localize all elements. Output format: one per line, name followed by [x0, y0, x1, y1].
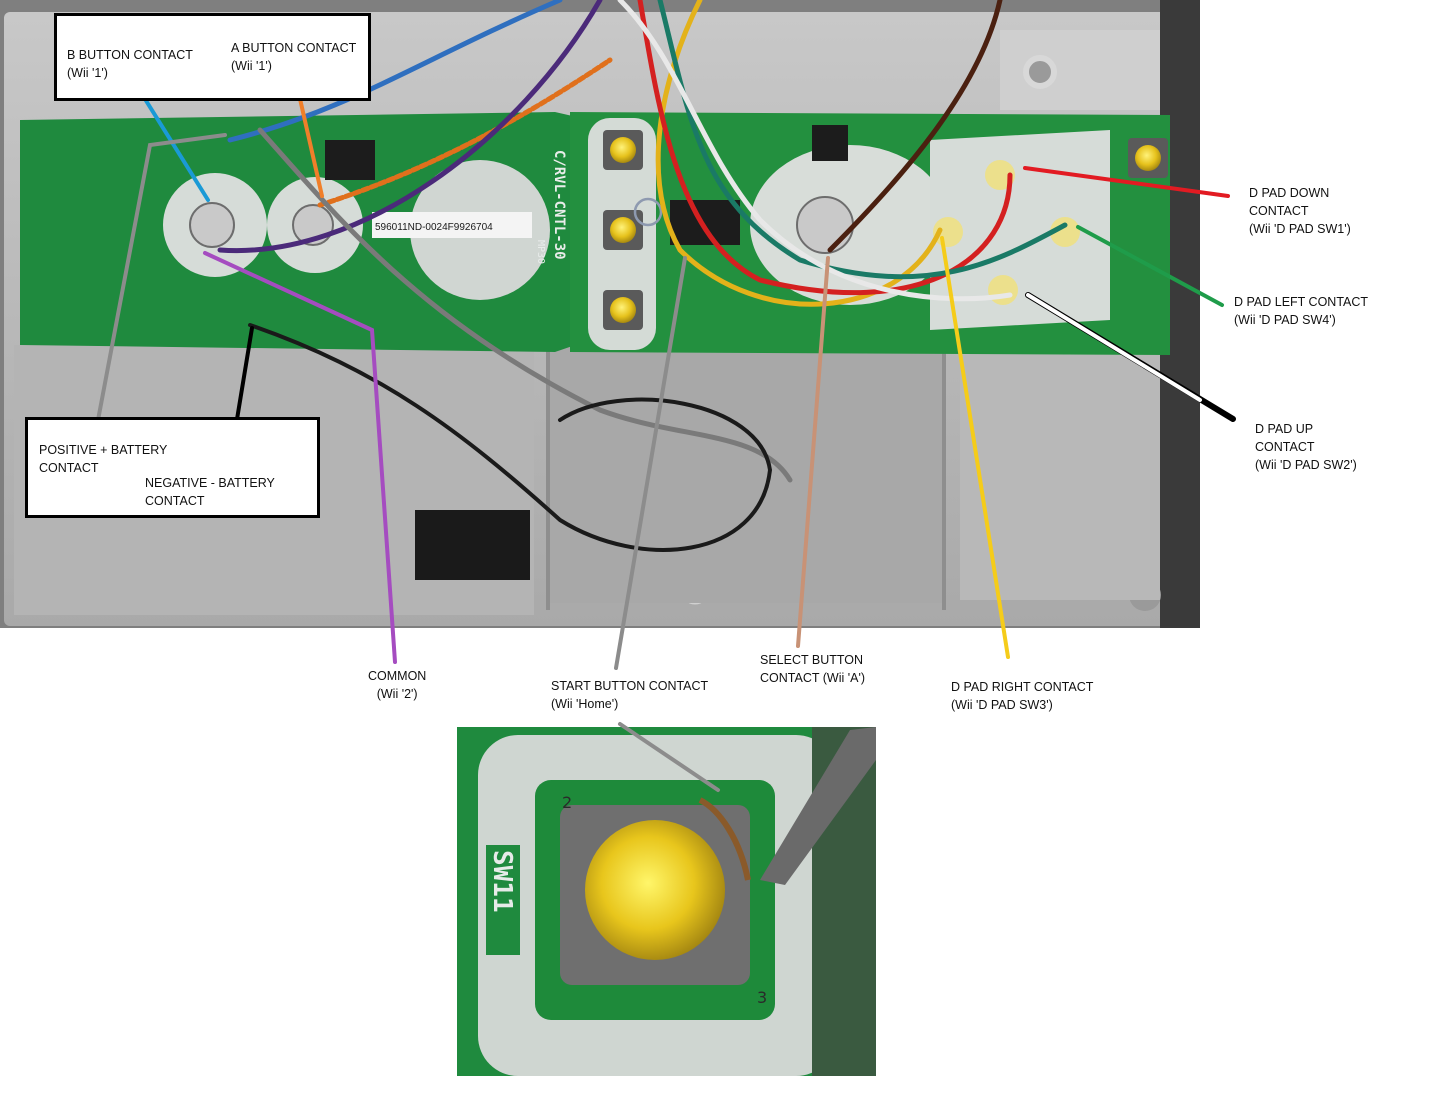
- board-label-number: 596011ND-0024F9926704: [375, 222, 493, 233]
- leader-dpad-right: [940, 236, 1010, 659]
- red-wire: [637, 0, 1013, 296]
- leader-a-button: [296, 88, 324, 198]
- board-silkscreen-mp: MP30: [535, 240, 546, 264]
- label-dpad-left-line2: (Wii 'D PAD SW4'): [1234, 313, 1336, 327]
- label-start-button-line2: (Wii 'Home'): [551, 697, 619, 711]
- label-start-button: START BUTTON CONTACT (Wii 'Home'): [551, 677, 708, 713]
- start-contact-marker: [633, 197, 663, 227]
- label-select-button-line2: CONTACT (Wii 'A'): [760, 671, 865, 685]
- label-select-button-line1: SELECT BUTTON: [760, 653, 864, 667]
- label-dpad-right-line2: (Wii 'D PAD SW3'): [951, 698, 1053, 712]
- label-a-button-line2: (Wii '1'): [231, 59, 272, 73]
- label-dpad-down-line3: (Wii 'D PAD SW1'): [1249, 222, 1351, 236]
- tactile-button: [603, 210, 643, 250]
- label-positive-battery-line1: POSITIVE + BATTERY: [39, 443, 168, 457]
- screw-hole: [1023, 55, 1057, 89]
- inset-pin-3: 3: [757, 988, 767, 1007]
- label-dpad-down-line2: CONTACT: [1249, 204, 1309, 218]
- label-positive-battery: POSITIVE + BATTERY CONTACT: [39, 441, 167, 477]
- label-dpad-right-line1: D PAD RIGHT CONTACT: [951, 680, 1094, 694]
- ic-chip: [812, 125, 848, 161]
- label-b-button-line1: B BUTTON CONTACT: [67, 48, 193, 62]
- label-b-button: B BUTTON CONTACT (Wii '1'): [67, 46, 193, 82]
- label-a-button: A BUTTON CONTACT (Wii '1'): [231, 39, 356, 75]
- inset-photo: SW11 2 3: [457, 727, 876, 1076]
- label-negative-battery: NEGATIVE - BATTERY CONTACT: [145, 474, 275, 510]
- inset-tactile-button: [585, 820, 725, 960]
- top-label-box: [54, 13, 371, 101]
- wires: [217, 0, 1068, 552]
- label-a-button-line1: A BUTTON CONTACT: [231, 41, 357, 55]
- leader-start-button: [614, 256, 687, 670]
- label-select-button: SELECT BUTTON CONTACT (Wii 'A'): [760, 651, 865, 687]
- leader-start-button-inset: [618, 722, 720, 792]
- label-positive-battery-line2: CONTACT: [39, 461, 99, 475]
- select-contact-disk: [796, 196, 854, 254]
- label-common-line2: (Wii '2'): [376, 687, 418, 701]
- label-b-button-line2: (Wii '1'): [67, 66, 108, 80]
- label-dpad-right: D PAD RIGHT CONTACT (Wii 'D PAD SW3'): [951, 678, 1093, 714]
- inset-sw-label-bg: [486, 845, 520, 955]
- b-contact-disk: [189, 202, 235, 248]
- ic-chip: [325, 140, 375, 180]
- brown-wire: [827, 0, 1003, 253]
- label-common-line1: COMMON: [368, 669, 427, 683]
- label-dpad-down-line1: D PAD DOWN: [1249, 186, 1330, 200]
- leader-dpad-left: [1076, 225, 1224, 307]
- purple-wire: [217, 0, 603, 254]
- tactile-button: [1128, 138, 1168, 178]
- dpad-pad: [930, 130, 1110, 330]
- leader-dpad-down: [1023, 166, 1230, 198]
- label-dpad-left-line1: D PAD LEFT CONTACT: [1234, 295, 1369, 309]
- leader-common: [203, 251, 397, 664]
- label-dpad-down: D PAD DOWN CONTACT (Wii 'D PAD SW1'): [1249, 184, 1351, 238]
- bottom-label-box: [25, 417, 320, 518]
- label-dpad-up: D PAD UP CONTACT (Wii 'D PAD SW2'): [1255, 420, 1357, 474]
- tactile-button: [603, 290, 643, 330]
- label-dpad-up-line2: CONTACT: [1255, 440, 1315, 454]
- leader-positive-battery: [93, 133, 227, 438]
- label-dpad-left: D PAD LEFT CONTACT (Wii 'D PAD SW4'): [1234, 293, 1368, 329]
- inset-sw-label: SW11: [487, 850, 517, 913]
- tactile-button: [603, 130, 643, 170]
- black-wire: [248, 323, 773, 552]
- orange-wire: [317, 57, 613, 208]
- label-common: COMMON (Wii '2'): [368, 667, 426, 703]
- board-sticker: [372, 212, 532, 238]
- label-start-button-line1: START BUTTON CONTACT: [551, 679, 709, 693]
- inset-pin-2: 2: [562, 793, 572, 812]
- right-compartment: [960, 345, 1160, 600]
- dpad-left-contact: [1050, 217, 1080, 247]
- label-dpad-up-line3: (Wii 'D PAD SW2'): [1255, 458, 1357, 472]
- battery-contact-clip: [415, 510, 530, 580]
- label-negative-battery-line2: CONTACT: [145, 494, 205, 508]
- board-silkscreen-model: C/RVL-CNTL-30: [551, 150, 567, 260]
- leader-select-button: [796, 256, 830, 648]
- gray-wire: [257, 127, 793, 483]
- dpad-up-contact: [988, 275, 1018, 305]
- label-negative-battery-line1: NEGATIVE - BATTERY: [145, 476, 275, 490]
- ic-chip: [670, 200, 740, 245]
- label-dpad-up-line1: D PAD UP: [1255, 422, 1314, 436]
- inset-probe: [760, 727, 876, 885]
- inset-solder-wire: [698, 797, 751, 881]
- blue-wire: [227, 0, 563, 143]
- white-wire: [617, 0, 1013, 302]
- center-compartment: [548, 345, 944, 603]
- leader-dpad-up: [1026, 293, 1202, 402]
